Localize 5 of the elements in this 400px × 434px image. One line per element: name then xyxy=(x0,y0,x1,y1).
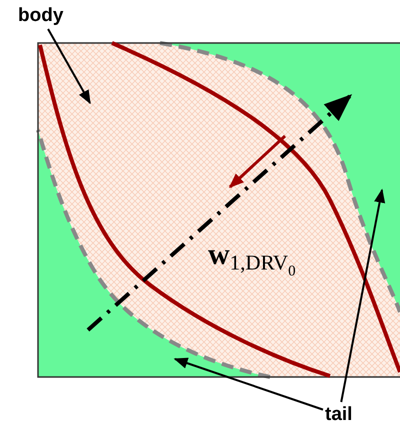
callout-text: tail xyxy=(325,404,352,426)
callout-text: body xyxy=(18,5,64,27)
arrow xyxy=(340,188,386,402)
arrow xyxy=(47,28,91,104)
arrow xyxy=(174,358,324,411)
